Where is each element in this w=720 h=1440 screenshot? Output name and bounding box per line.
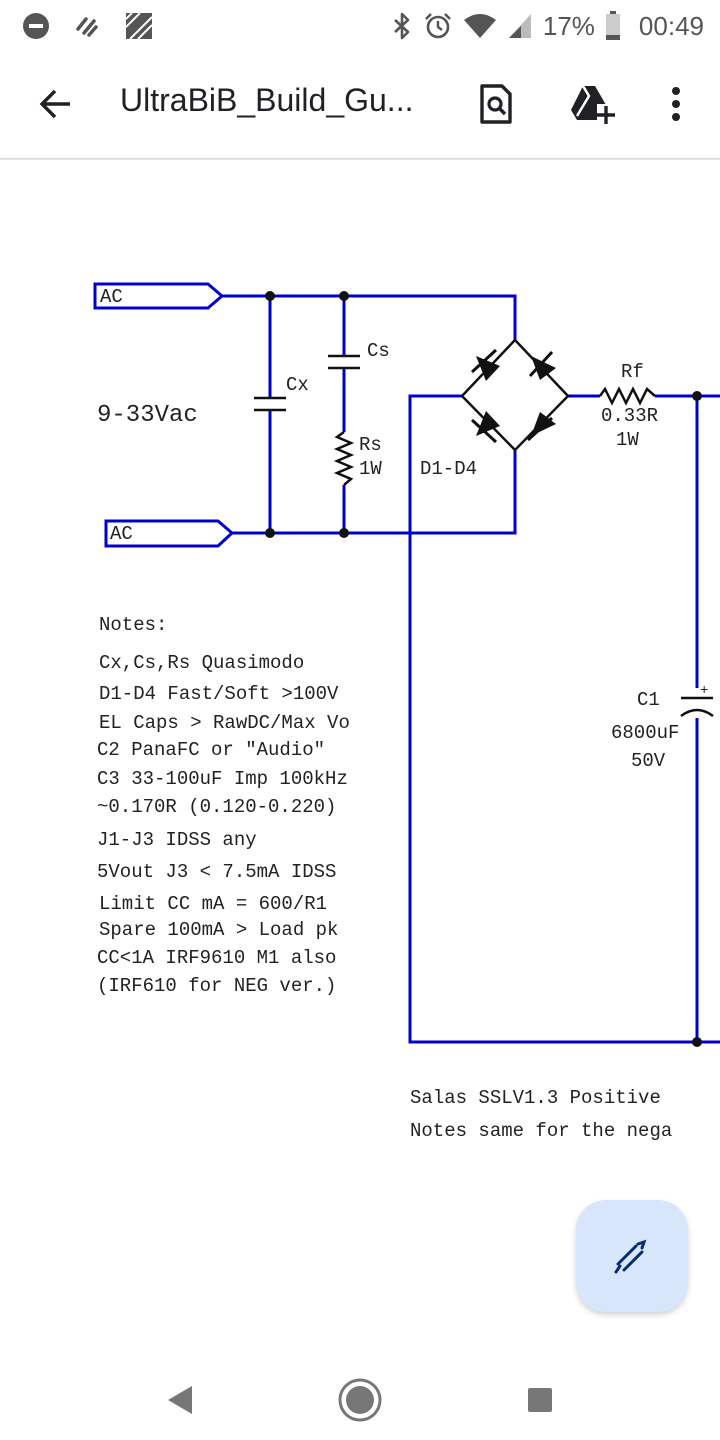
circuit-schematic: AC AC 9-33Vac Cx Cs Rs 1W D1-D4 Rf 0.33R… (93, 282, 720, 1142)
rf-label: Rf (621, 361, 644, 383)
c1-label: C1 (637, 689, 660, 711)
ac-bottom-port (104, 519, 235, 548)
more-options-button[interactable] (646, 74, 706, 134)
c1-polarity-label: + (700, 683, 708, 699)
footer-line-2: Notes same for the nega (410, 1120, 672, 1142)
nav-back-button[interactable] (150, 1370, 210, 1430)
add-to-drive-icon (571, 85, 615, 124)
status-bar: 17% 00:49 (0, 0, 720, 52)
note-line: Limit CC mA = 600/R1 (99, 893, 327, 915)
battery-icon (605, 11, 620, 40)
note-line: D1-D4 Fast/Soft >100V (99, 683, 339, 705)
app-toolbar: UltraBiB_Build_Gu... (0, 52, 720, 159)
ac-bottom-label: AC (110, 523, 133, 545)
cx-label: Cx (286, 374, 309, 396)
note-line: 5Vout J3 < 7.5mA IDSS (97, 861, 336, 883)
status-right: 17% 00:49 (391, 8, 704, 44)
rs-label: Rs (359, 434, 382, 456)
back-triangle-icon (168, 1386, 192, 1414)
notes-title: Notes: (99, 614, 167, 636)
note-line: ~0.170R (0.120-0.220) (97, 796, 336, 818)
document-page: AC AC 9-33Vac Cx Cs Rs 1W D1-D4 Rf 0.33R… (0, 160, 720, 1356)
rf-power-label: 1W (616, 429, 639, 451)
battery-percent: 17% (542, 10, 595, 41)
c1-value-label: 6800uF (611, 722, 679, 744)
nav-home-button[interactable] (330, 1370, 390, 1430)
more-vert-icon (672, 87, 680, 121)
note-line: C2 PanaFC or "Audio" (97, 739, 325, 761)
voltage-label: 9-33Vac (97, 402, 198, 429)
signal-off-icon (76, 17, 98, 37)
clock: 00:49 (638, 10, 704, 41)
bridge-label: D1-D4 (420, 458, 477, 480)
system-nav-bar (0, 1356, 720, 1440)
note-line: (IRF610 for NEG ver.) (97, 975, 336, 997)
bluetooth-icon (393, 12, 410, 40)
note-line: Spare 100mA > Load pk (99, 919, 338, 941)
photo-icon (125, 12, 153, 40)
ac-top-label: AC (100, 286, 123, 308)
find-in-page-button[interactable] (466, 74, 526, 134)
back-arrow-icon (39, 89, 70, 119)
recents-square-icon (528, 1388, 552, 1412)
add-to-drive-button[interactable] (562, 74, 622, 134)
note-line: Cx,Cs,Rs Quasimodo (99, 652, 304, 674)
back-button[interactable] (26, 74, 86, 134)
note-line: CC<1A IRF9610 M1 also (97, 947, 336, 969)
do-not-disturb-icon (23, 13, 49, 39)
note-line: EL Caps > RawDC/Max Vo (99, 712, 350, 734)
notes-list: Cx,Cs,Rs Quasimodo D1-D4 Fast/Soft >100V… (97, 652, 350, 997)
edit-fab-button[interactable] (576, 1200, 688, 1312)
document-title: UltraBiB_Build_Gu... (120, 82, 414, 118)
footer-line-1: Salas SSLV1.3 Positive (410, 1087, 661, 1109)
rs-power-label: 1W (359, 458, 382, 480)
cs-label: Cs (367, 340, 390, 362)
note-line: J1-J3 IDSS any (97, 829, 257, 851)
nav-recents-button[interactable] (510, 1370, 570, 1430)
ac-top-port (93, 282, 225, 310)
home-circle-icon (338, 1378, 382, 1422)
rf-value-label: 0.33R (601, 405, 658, 427)
edit-pen-icon (614, 1239, 647, 1274)
note-line: C3 33-100uF Imp 100kHz (97, 768, 348, 790)
find-in-page-icon (480, 84, 512, 124)
wifi-icon (463, 14, 496, 38)
alarm-icon (424, 13, 451, 39)
bridge-diodes (470, 348, 556, 444)
c1-voltage-label: 50V (631, 750, 666, 772)
cell-signal-icon (508, 14, 531, 38)
status-left-icons (22, 10, 154, 42)
